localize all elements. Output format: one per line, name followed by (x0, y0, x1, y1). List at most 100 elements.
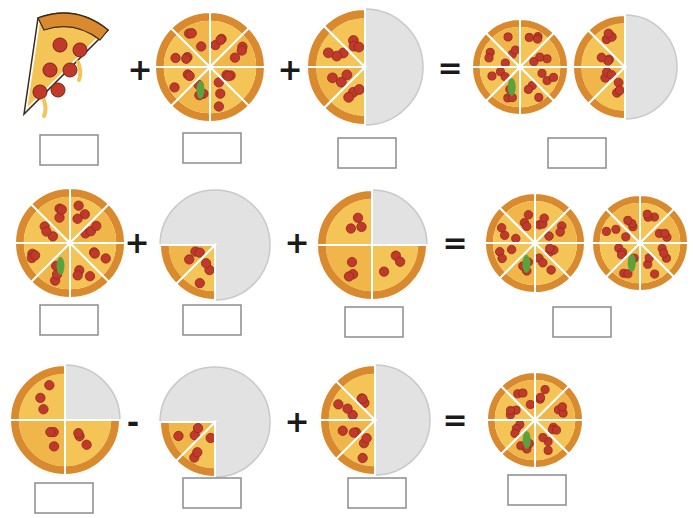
cheese (316, 67, 365, 101)
pepperoni (237, 46, 246, 55)
crust (372, 245, 427, 300)
pizza-slice (65, 420, 120, 475)
pizza (307, 9, 423, 125)
empty-plate (10, 365, 120, 475)
operator-sign: + (284, 407, 309, 437)
slice-cut (10, 365, 65, 420)
answer-box (183, 133, 241, 163)
pepperoni (558, 403, 566, 411)
pizza (10, 365, 120, 475)
slice-cut (15, 243, 70, 282)
pizza-slice (485, 243, 535, 278)
pizza-slice (317, 245, 372, 300)
cheese (491, 27, 520, 67)
cheese (210, 67, 243, 113)
pepperoni (343, 404, 352, 413)
pepperoni (346, 224, 355, 233)
pepperoni (488, 72, 496, 80)
pepperoni (539, 259, 548, 268)
pizza-slice (155, 67, 210, 106)
pizza-slice (606, 195, 640, 243)
crust (10, 420, 65, 475)
pepperoni (511, 46, 519, 54)
slice-cut (320, 420, 375, 459)
answer-box (348, 478, 406, 508)
operator-sign: + (127, 55, 152, 85)
pepperoni (328, 73, 338, 83)
pepperoni (524, 85, 532, 93)
pizza (320, 365, 430, 475)
pepperoni (193, 448, 202, 457)
pepperoni (547, 266, 556, 275)
pizza-slice (210, 28, 265, 67)
pepperoni (622, 233, 630, 241)
pizza (15, 188, 125, 298)
pepperoni (42, 227, 51, 236)
pepperoni (30, 251, 39, 260)
pizza-slice (520, 67, 554, 115)
pepperoni (643, 210, 651, 218)
pepperoni (536, 393, 544, 401)
pepperoni (533, 35, 541, 43)
answer-box (35, 483, 93, 513)
pizza (160, 190, 270, 300)
pepperoni (358, 394, 367, 403)
cheese (493, 243, 535, 273)
pepperoni (224, 71, 233, 80)
pizza-slice (10, 420, 65, 475)
pepperoni (201, 259, 210, 268)
slice-cut (520, 67, 554, 115)
pepperoni (74, 429, 83, 438)
cheese (210, 34, 256, 67)
empty-plate (317, 190, 427, 300)
pepperoni (354, 85, 364, 95)
pepperoni (504, 33, 512, 41)
cheese (331, 18, 365, 67)
slice-cut (210, 28, 265, 67)
pizza (160, 367, 270, 477)
pizza-slice (640, 243, 674, 291)
pepperoni (597, 53, 606, 62)
pizza-slice (472, 67, 520, 101)
cheese (506, 380, 535, 420)
slice-cut (535, 243, 570, 293)
operator-sign: = (437, 53, 462, 83)
operator-sign: + (284, 228, 309, 258)
pizza-slice (70, 204, 125, 243)
pizza-slice (535, 208, 585, 243)
cheese (177, 21, 210, 67)
cheese (535, 243, 565, 285)
pepperoni (522, 222, 531, 231)
operator-sign: + (124, 228, 149, 258)
pizza-slice (535, 386, 583, 420)
pepperoni (187, 29, 196, 38)
pizza-slice-sticker (24, 13, 108, 116)
cheese (535, 391, 575, 420)
cheese (520, 67, 549, 107)
pizza-slice (160, 245, 215, 284)
answer-box (183, 305, 241, 335)
basil (197, 81, 205, 99)
slice-cut (535, 420, 569, 468)
slice-cut (573, 67, 625, 104)
pepperoni (357, 222, 366, 231)
slice-cut (500, 193, 535, 243)
pepperoni (74, 201, 83, 210)
cheese (342, 374, 375, 420)
crust (65, 420, 120, 475)
pizza-slice (336, 365, 375, 420)
pepperoni (46, 427, 55, 436)
pepperoni (170, 83, 179, 92)
pepperoni (379, 267, 388, 276)
cheese (600, 243, 640, 272)
pepperoni (357, 394, 366, 403)
cheese (581, 67, 625, 98)
pepperoni (185, 71, 194, 80)
cheese (611, 203, 640, 243)
pepperoni (85, 272, 94, 281)
pepperoni (90, 249, 99, 258)
pepperoni (101, 254, 110, 263)
pepperoni (556, 228, 565, 237)
cheese (164, 67, 210, 100)
